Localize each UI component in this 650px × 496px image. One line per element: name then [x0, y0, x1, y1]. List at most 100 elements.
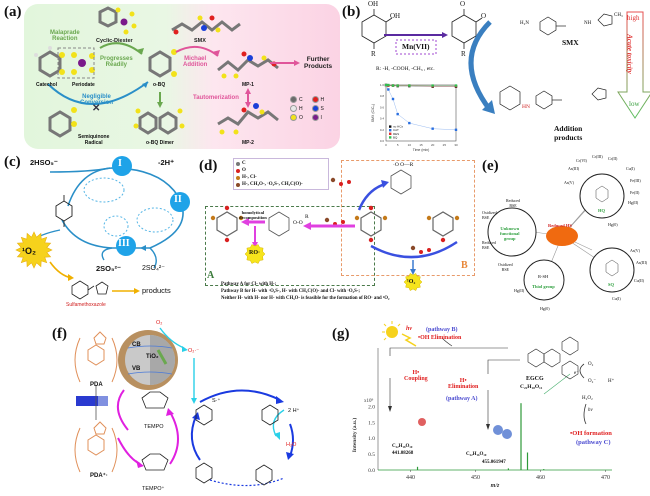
x-tick-label: 10 — [408, 143, 412, 147]
y-tick-label: 0.8 — [380, 94, 385, 98]
reduced-hs-label: Reduced HS — [548, 223, 572, 228]
two-h-plus-label: 2 H⁺ — [288, 408, 300, 414]
pathway-b-box — [341, 160, 475, 276]
pathway-note: Neither H- with H- nor H- with CH₃O- is … — [221, 295, 390, 301]
periodate-label: Periodate — [72, 82, 95, 88]
catechol-molecule — [34, 46, 65, 78]
periodate-molecule — [57, 47, 95, 79]
tautomerization-label: Tautomerization — [193, 95, 239, 101]
semiquinone-label: Semiquinone Radical — [78, 134, 110, 146]
x-tick-label: 470 — [601, 475, 610, 481]
superoxide-label-f: O₂·⁻ — [188, 348, 200, 354]
y-axis-label: SMX (C/C₀) — [371, 104, 375, 122]
panel-g-annotations — [382, 321, 587, 439]
y-tick-label: 0.2 — [380, 128, 385, 132]
homolytical-label: homolytical decomposition — [239, 210, 267, 220]
ro-radical-burst — [244, 244, 266, 264]
tempo-label: TEMPO — [144, 424, 164, 430]
catechol-ring — [361, 14, 387, 44]
x-tick-label: 440 — [406, 475, 415, 481]
legend-swatch — [389, 132, 392, 135]
node-1-label: I — [118, 158, 122, 169]
sulfamethoxazole-label: Sulfamethoxazole — [66, 302, 106, 308]
metal-species-label: Cu(II) — [634, 278, 644, 283]
singlet-oxygen-burst-d — [403, 273, 423, 291]
data-point — [454, 84, 458, 87]
metal-species-label: Cu(I) — [612, 296, 621, 301]
mn-box — [395, 39, 437, 55]
data-point — [431, 127, 434, 130]
x-tick-label: 0 — [385, 143, 387, 147]
obq-molecule — [148, 49, 177, 78]
further-products-label: Further Products — [304, 56, 333, 70]
metal-species-label: Cr(III) — [592, 154, 603, 159]
singlet-oxygen-label: ¹O₂ — [22, 246, 36, 256]
metal-species-label: Hg(II) — [628, 200, 639, 205]
metal-species-label: Fe(III) — [630, 178, 641, 183]
hq-label: HQ — [598, 208, 606, 213]
light-source — [76, 396, 98, 406]
cyclic-diester-molecule — [98, 6, 137, 35]
x-tick-label: 25 — [443, 143, 447, 147]
cb-label: CB — [132, 342, 141, 348]
panel-f: (f) — [0, 320, 330, 496]
data-point — [431, 84, 434, 87]
sq-node — [589, 247, 635, 293]
smx-nh-label: NH — [584, 21, 592, 26]
panel-g-label: (g) — [332, 326, 350, 342]
sun-icon — [386, 326, 398, 338]
panel-c-cycle — [15, 156, 190, 300]
metal-species-label: Hg(II) — [514, 288, 525, 293]
hn-label: HN — [522, 104, 530, 110]
negligible-arrow — [47, 81, 149, 105]
atom-color-swatch — [290, 114, 297, 121]
sulfonium-radical-label: S·⁺ — [212, 398, 221, 404]
o2-label-g: O₂ — [588, 362, 594, 367]
atom-type-label: H-, CH₃O-, ·O₃S-, CH₃C(O)- — [242, 182, 303, 187]
smx-molecule — [171, 15, 241, 35]
thiol-node — [523, 259, 565, 301]
atom-color-swatch — [311, 96, 319, 103]
product2-mass: 455.061947 — [482, 460, 506, 465]
atom-type-label: H-, Cl- — [242, 175, 257, 180]
pda-plus-label: PDA⁺· — [90, 473, 108, 479]
pathway-notes: Pathway A for Cl- with H-; Pathway B for… — [221, 282, 389, 303]
benzoquinone — [55, 200, 73, 222]
atom-legend-item: I — [311, 114, 331, 121]
x-axis-label: Time (min) — [413, 148, 430, 152]
thiol-label: Thiol group — [532, 284, 555, 289]
atom-color-swatch — [290, 105, 297, 112]
superoxide-label-g: O₂⁻ — [588, 379, 596, 384]
atom-legend-label: H — [320, 96, 325, 103]
product1-mass: 441.08268 — [392, 451, 414, 456]
o2-label-f: O₂ — [156, 320, 163, 326]
reaction-arc-arrow — [468, 20, 492, 112]
vb-label: VB — [132, 366, 141, 372]
singlet-oxygen-burst — [15, 231, 53, 269]
data-point — [391, 84, 395, 87]
oh-formation-label: •OH formation — [570, 430, 612, 437]
data-point — [387, 83, 390, 87]
data-point — [384, 83, 388, 87]
tio2-label: TiO₂ — [146, 354, 159, 360]
x-tick-label: 30 — [454, 143, 458, 147]
atom-legend-item: S — [311, 105, 331, 112]
y-tick-label: 0.5 — [368, 452, 375, 458]
product1-formula: C₂₂H₁₈O₁₀ — [392, 444, 413, 449]
pathway-a-label: A — [207, 270, 215, 281]
mp1-label: MP-1 — [242, 82, 254, 88]
x-tick-label: 460 — [536, 475, 545, 481]
pathway-a-label-g: (pathway A) — [446, 396, 478, 402]
minus-2h-label: -2H⁺ — [158, 158, 175, 167]
pathway-b-label: B — [461, 260, 468, 271]
oxidized-bse-bottom-label: Oxidized BSE — [498, 262, 513, 272]
panel-c-label: (c) — [4, 154, 21, 170]
products-label: products — [142, 286, 171, 295]
y-tick-label: 1.0 — [380, 83, 385, 87]
panel-a-label: (a) — [4, 4, 22, 20]
hq-node — [579, 173, 625, 219]
pathway-a-box — [205, 206, 375, 286]
data-point — [391, 97, 395, 101]
